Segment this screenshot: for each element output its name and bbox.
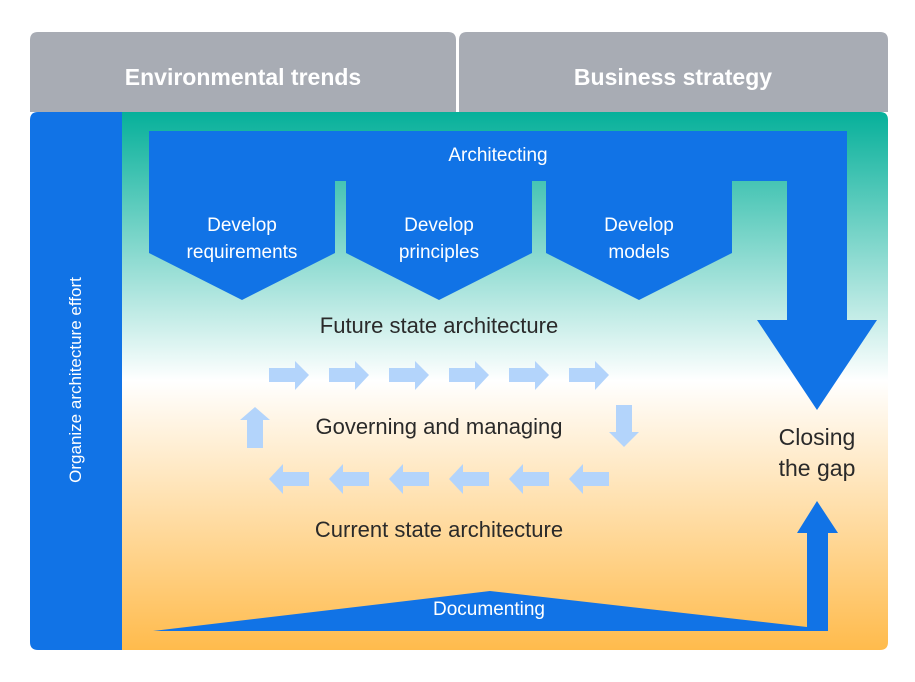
up-arrow-icon [240,407,270,448]
left-arrow-icon [269,464,309,494]
left-arrow-icon [509,464,549,494]
closing-line1: Closing [779,424,856,450]
right-arrow-icon [329,361,369,390]
right-arrow-icon [269,361,309,390]
right-arrow-icon [449,361,489,390]
documenting-shape: Documenting [153,501,838,631]
closing-line2: the gap [779,455,856,481]
step-develop-models: Develop models [604,215,674,263]
side-bar: Organize architecture effort [30,112,122,650]
future-state-label: Future state architecture [320,313,558,338]
step-line1: Develop [404,215,474,236]
left-arrow-icon [329,464,369,494]
architecting-label: Architecting [448,145,547,166]
step-line2: models [608,242,669,263]
left-arrow-icon [449,464,489,494]
right-arrow-icon [389,361,429,390]
step-develop-principles: Develop principles [399,215,479,263]
right-arrow-icon [569,361,609,390]
governing-cycle-arrows [240,361,639,494]
header-left-label: Environmental trends [125,64,361,90]
header-right-label: Business strategy [574,64,772,90]
architecting-shape: Architecting Develop requirements Develo… [149,131,877,410]
step-line1: Develop [604,215,674,236]
right-arrow-icon [509,361,549,390]
step-line2: requirements [187,242,298,263]
governing-label: Governing and managing [315,414,562,439]
down-arrow-icon [609,405,639,447]
header-environmental-trends: Environmental trends [30,32,456,112]
step-develop-requirements: Develop requirements [187,215,298,263]
documenting-label: Documenting [433,599,545,620]
left-arrow-icon [389,464,429,494]
step-line1: Develop [207,215,277,236]
side-label: Organize architecture effort [66,277,85,483]
header-business-strategy: Business strategy [459,32,888,112]
step-line2: principles [399,242,479,263]
closing-gap-label: Closing the gap [779,424,856,481]
left-arrow-icon [569,464,609,494]
current-state-label: Current state architecture [315,517,563,542]
